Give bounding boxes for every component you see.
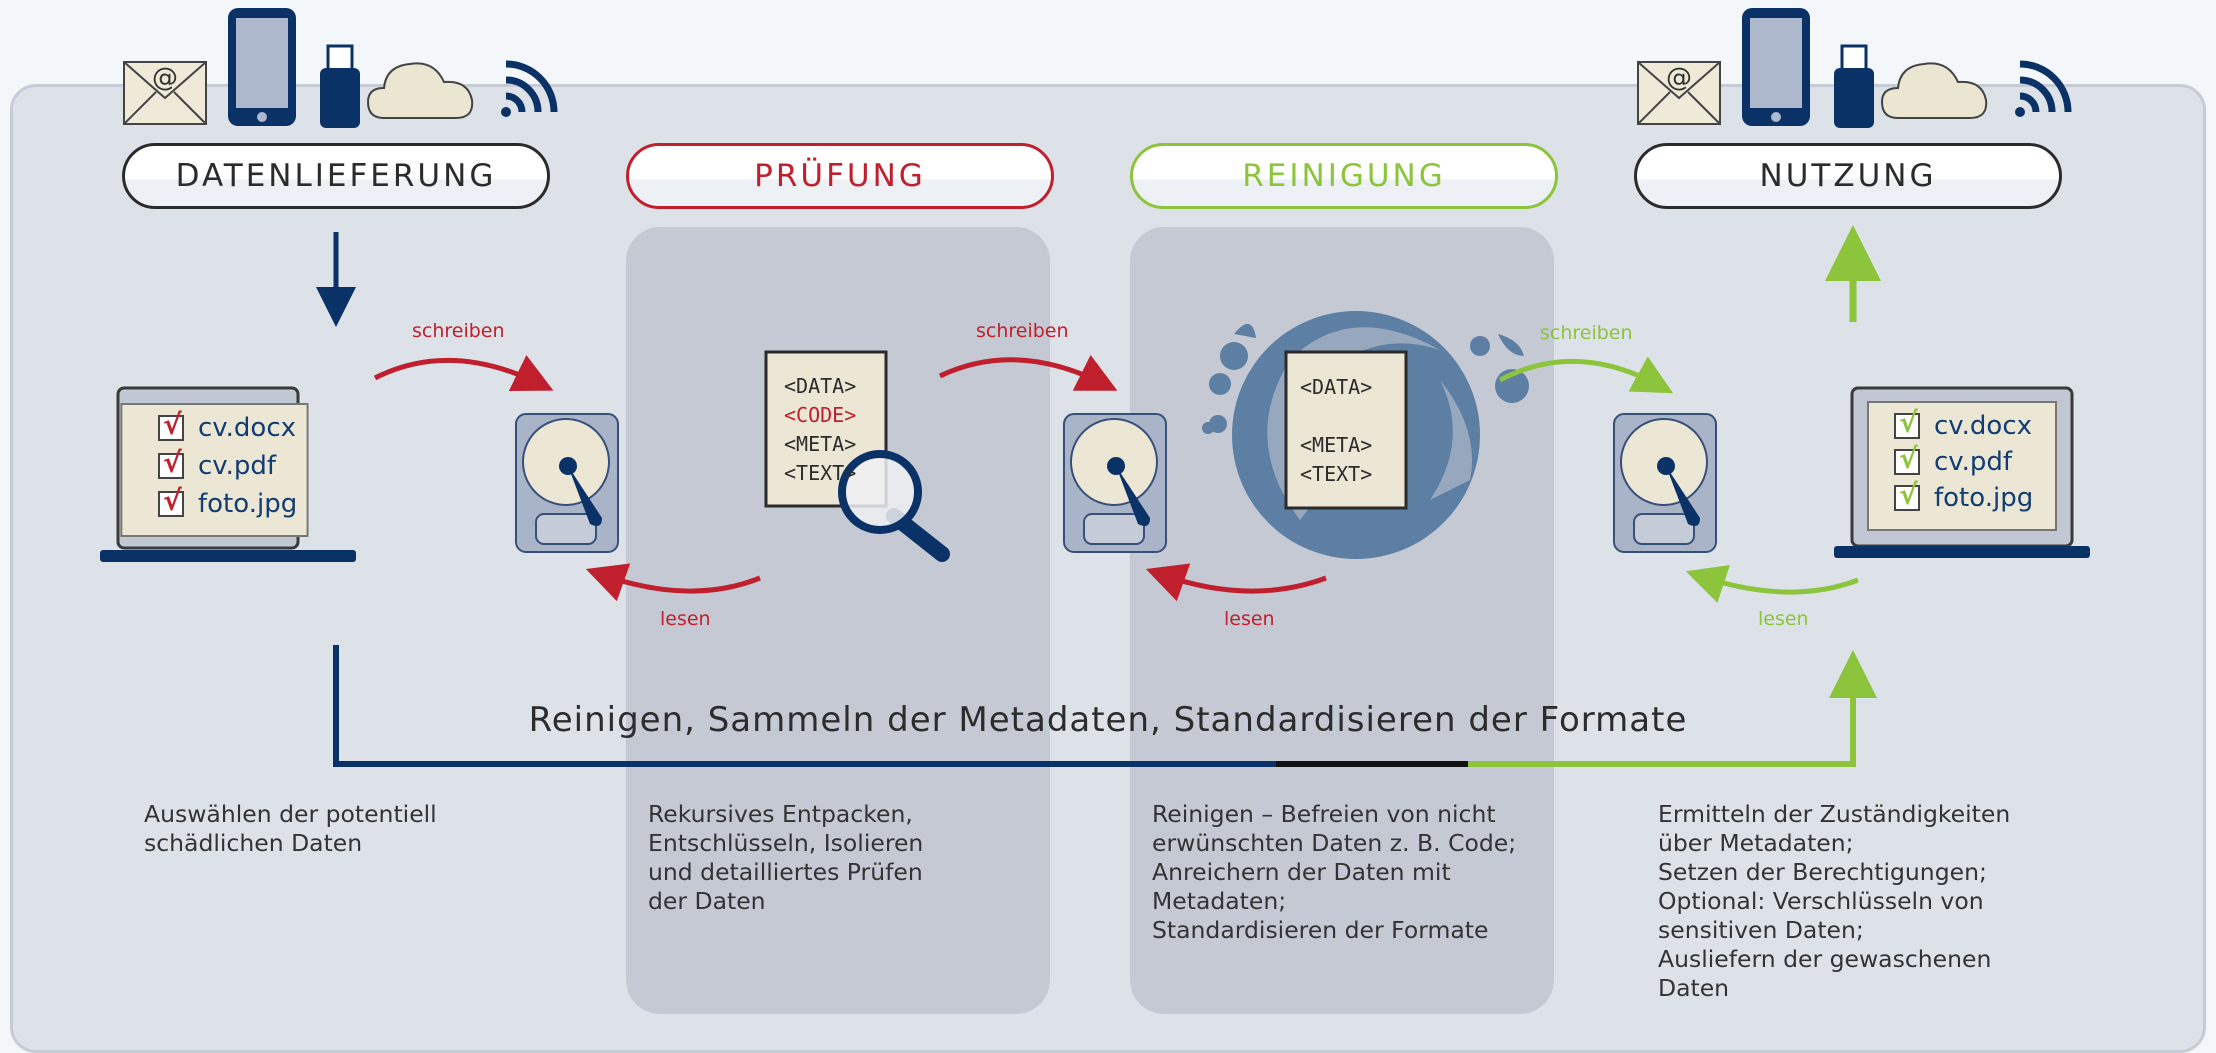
file-name: cv.docx (198, 413, 297, 443)
xml-line: <TEXT> (1300, 462, 1373, 486)
description-pruefung: Rekursives Entpacken, Entschlüsseln, Iso… (648, 800, 924, 915)
checkbox-icon: √ (1894, 407, 1920, 439)
read-label-1: lesen (660, 608, 711, 630)
file-name: cv.pdf (1934, 447, 2013, 477)
smartphone-icon (228, 8, 296, 126)
magnifier-icon (838, 450, 950, 562)
clean-document-text: <DATA> <META> <TEXT> (1300, 373, 1372, 489)
xml-line: <DATA> (1300, 375, 1373, 399)
file-item: √ cv.docx (158, 409, 297, 444)
input-file-list: √ cv.docx √ cv.pdf √ foto.jpg (158, 409, 298, 520)
checkbox-icon: √ (1894, 443, 1920, 475)
xml-line-code: <CODE> (784, 403, 857, 427)
file-name: foto.jpg (1934, 483, 2034, 513)
file-name: foto.jpg (198, 489, 298, 519)
write-arrow-1 (373, 355, 554, 391)
file-item: √ cv.pdf (1894, 443, 2033, 478)
file-item: √ foto.jpg (158, 485, 298, 520)
file-item: √ cv.pdf (158, 447, 297, 482)
xml-line-removed (1300, 402, 1372, 431)
envelope-icon: @ (1637, 61, 1721, 125)
xml-line: <META> (784, 432, 857, 456)
hard-drive-icon (515, 413, 619, 553)
envelope-icon: @ (123, 61, 207, 125)
input-device-icons: @ (123, 8, 558, 128)
write-label-3: schreiben (1540, 322, 1633, 344)
stage-pill-reinigung: REINIGUNG (1130, 143, 1558, 209)
file-item: √ cv.docx (1894, 407, 2033, 442)
description-nutzung: Ermitteln der Zuständigkeiten über Metad… (1658, 800, 2011, 1002)
wireless-icon (2015, 60, 2072, 117)
usb-stick-icon (1834, 44, 1874, 128)
write-label-1: schreiben (412, 320, 505, 342)
file-name: cv.docx (1934, 411, 2033, 441)
description-reinigung: Reinigen – Befreien von nicht erwünschte… (1152, 800, 1517, 944)
stage-pill-nutzung: NUTZUNG (1634, 143, 2062, 209)
file-item: √ foto.jpg (1894, 479, 2034, 514)
checkbox-icon: √ (158, 409, 184, 441)
read-arrow-1 (585, 563, 761, 602)
process-banner: Reinigen, Sammeln der Metadaten, Standar… (528, 700, 1688, 740)
xml-line: <META> (1300, 433, 1373, 457)
checkbox-icon: √ (1894, 479, 1920, 511)
write-arrow-3 (1498, 356, 1674, 394)
inspect-document-text: <DATA> <CODE> <META> <TEXT> (784, 372, 856, 488)
svg-text:@: @ (152, 63, 178, 93)
svg-text:@: @ (1666, 63, 1692, 93)
smartphone-icon (1742, 8, 1810, 126)
cloud-icon (1880, 62, 1988, 119)
xml-line: <TEXT> (784, 461, 857, 485)
stage-pill-pruefung: PRÜFUNG (626, 143, 1054, 209)
checkbox-icon: √ (158, 447, 184, 479)
read-arrow-3 (1685, 564, 1859, 603)
file-name: cv.pdf (198, 451, 277, 481)
write-arrow-2 (938, 354, 1118, 391)
read-label-2: lesen (1224, 608, 1275, 630)
usb-stick-icon (320, 44, 360, 128)
description-datenlieferung: Auswählen der potentiell schädlichen Dat… (144, 800, 437, 857)
read-label-3: lesen (1758, 608, 1809, 630)
output-device-icons: @ (1637, 8, 2072, 128)
cloud-icon (366, 62, 474, 119)
write-label-2: schreiben (976, 320, 1069, 342)
stage-pill-datenlieferung: DATENLIEFERUNG (122, 143, 550, 209)
output-file-list: √ cv.docx √ cv.pdf √ foto.jpg (1894, 407, 2034, 514)
checkbox-icon: √ (158, 485, 184, 517)
wireless-icon (501, 60, 558, 117)
process-line (333, 645, 1877, 767)
xml-line: <DATA> (784, 374, 857, 398)
hard-drive-icon (1063, 413, 1167, 553)
document-icon (1284, 350, 1408, 510)
hard-drive-icon (1613, 413, 1717, 553)
read-arrow-2 (1145, 563, 1327, 602)
